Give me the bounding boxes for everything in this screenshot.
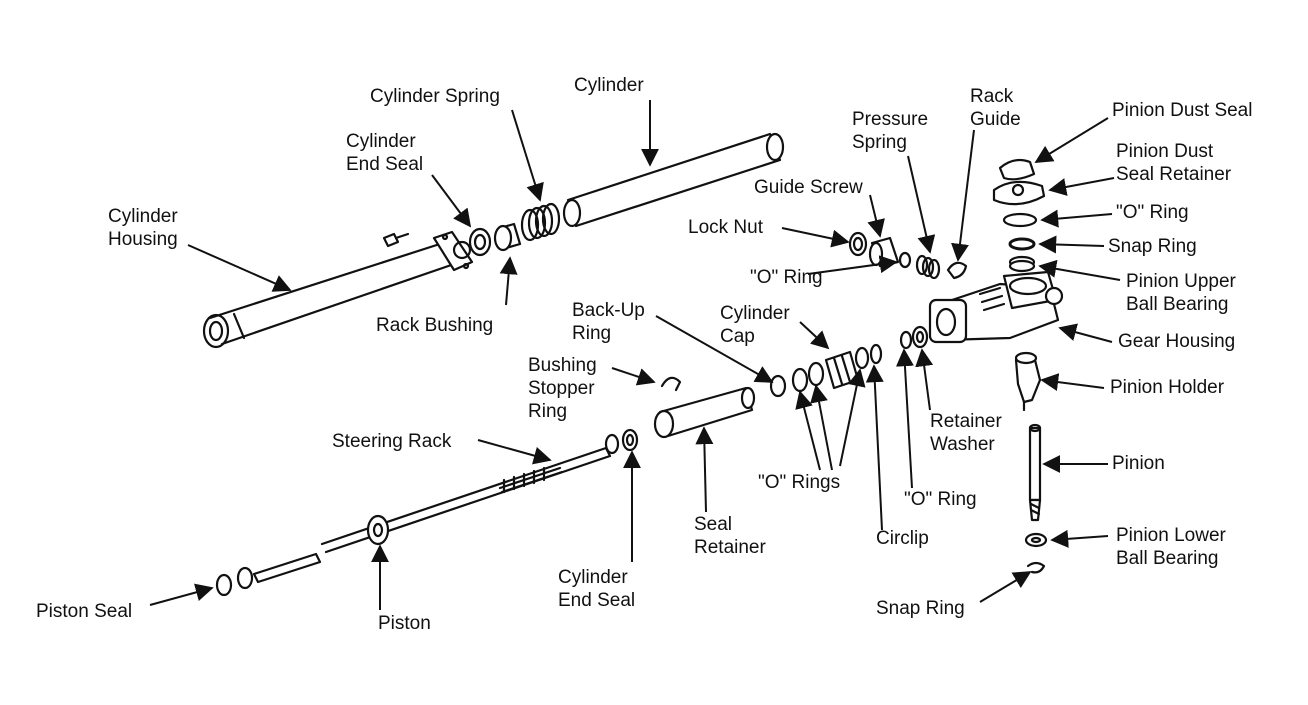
leader-lines xyxy=(149,100,1121,610)
label-piston: Piston xyxy=(378,613,431,634)
label-cylinder-end-seal-bottom: Cylinder End Seal xyxy=(558,567,636,611)
label-circlip: Circlip xyxy=(876,528,929,549)
o-ring-b-part xyxy=(807,361,825,387)
label-cylinder-spring: Cylinder Spring xyxy=(370,86,500,107)
label-pinion-holder: Pinion Holder xyxy=(1110,377,1225,398)
pressure-spring-part xyxy=(915,254,941,280)
cylinder-spring-part xyxy=(520,202,561,242)
housing-bolt-part xyxy=(382,232,410,248)
gear-housing-part xyxy=(928,270,1064,344)
label-o-ring-guide: "O" Ring xyxy=(750,267,823,288)
snap-ring-top-part xyxy=(1008,237,1036,251)
pinion-upper-ball-bearing-part xyxy=(1008,255,1036,273)
lock-nut-part xyxy=(848,231,868,257)
o-ring-right-part xyxy=(1002,212,1038,228)
rack-small-ring-part xyxy=(604,433,620,455)
label-gear-housing: Gear Housing xyxy=(1118,331,1236,352)
label-pinion-lower-ball-bearing: Pinion Lower Ball Bearing xyxy=(1116,525,1226,569)
rack-end-part xyxy=(252,552,322,584)
bushing-stopper-ring-part xyxy=(660,376,682,392)
cylinder-end-seal-top-part xyxy=(468,227,492,257)
rack-guide-part xyxy=(946,261,968,280)
label-rack-bushing: Rack Bushing xyxy=(376,315,494,336)
o-ring-lower-part xyxy=(899,330,913,350)
pinion-holder-part xyxy=(1014,351,1042,412)
label-back-up-ring: Back-Up Ring xyxy=(572,300,645,344)
o-ring-guide-part xyxy=(898,251,912,269)
cylinder-end-seal-bottom-part xyxy=(621,428,639,452)
label-retainer-washer: Retainer Washer xyxy=(930,411,1002,455)
label-guide-screw: Guide Screw xyxy=(754,177,863,198)
label-pinion-upper-ball-bearing: Pinion Upper Ball Bearing xyxy=(1126,271,1236,315)
label-pinion: Pinion xyxy=(1112,453,1165,474)
back-up-ring-part xyxy=(769,374,787,398)
steering-rack-part xyxy=(320,446,612,554)
rack-bushing-part xyxy=(493,222,522,252)
snap-ring-bottom-part xyxy=(1026,561,1046,574)
label-cylinder-end-seal-top: Cylinder End Seal xyxy=(346,131,424,175)
label-bushing-stopper-ring: Bushing Stopper Ring xyxy=(528,355,597,422)
o-ring-c-part xyxy=(854,346,870,370)
retainer-washer-part xyxy=(911,325,929,349)
label-snap-ring-bottom: Snap Ring xyxy=(876,598,965,619)
label-rack-guide: Rack Guide xyxy=(970,86,1021,130)
label-lock-nut: Lock Nut xyxy=(688,217,763,238)
label-cylinder-cap: Cylinder Cap xyxy=(720,303,790,347)
pinion-lower-ball-bearing-part xyxy=(1024,532,1048,548)
pinion-dust-seal-retainer-part xyxy=(992,180,1046,206)
label-pinion-dust-seal-retainer: Pinion Dust Seal Retainer xyxy=(1116,141,1232,185)
label-cylinder-housing: Cylinder Housing xyxy=(108,206,178,250)
pinion-dust-seal-part xyxy=(998,158,1036,181)
label-steering-rack: Steering Rack xyxy=(332,431,452,452)
label-pressure-spring: Pressure Spring xyxy=(852,109,929,153)
label-seal-retainer: Seal Retainer xyxy=(694,514,766,558)
pinion-part xyxy=(1028,423,1042,522)
piston-part xyxy=(366,514,390,546)
cylinder-part xyxy=(562,132,785,228)
label-o-rings: "O" Rings xyxy=(758,472,841,493)
piston-seal-part xyxy=(215,566,254,597)
label-piston-seal: Piston Seal xyxy=(36,601,133,622)
circlip-part xyxy=(869,343,883,365)
label-o-ring-right: "O" Ring xyxy=(1116,202,1189,223)
label-o-ring-lower: "O" Ring xyxy=(904,489,977,510)
cylinder-housing-part xyxy=(202,230,474,349)
cylinder-cap-part xyxy=(824,350,860,390)
label-snap-ring-top: Snap Ring xyxy=(1108,236,1197,257)
o-ring-a-part xyxy=(791,367,809,393)
seal-retainer-part xyxy=(653,386,756,439)
label-cylinder: Cylinder xyxy=(574,75,644,96)
label-pinion-dust-seal: Pinion Dust Seal xyxy=(1112,100,1253,121)
